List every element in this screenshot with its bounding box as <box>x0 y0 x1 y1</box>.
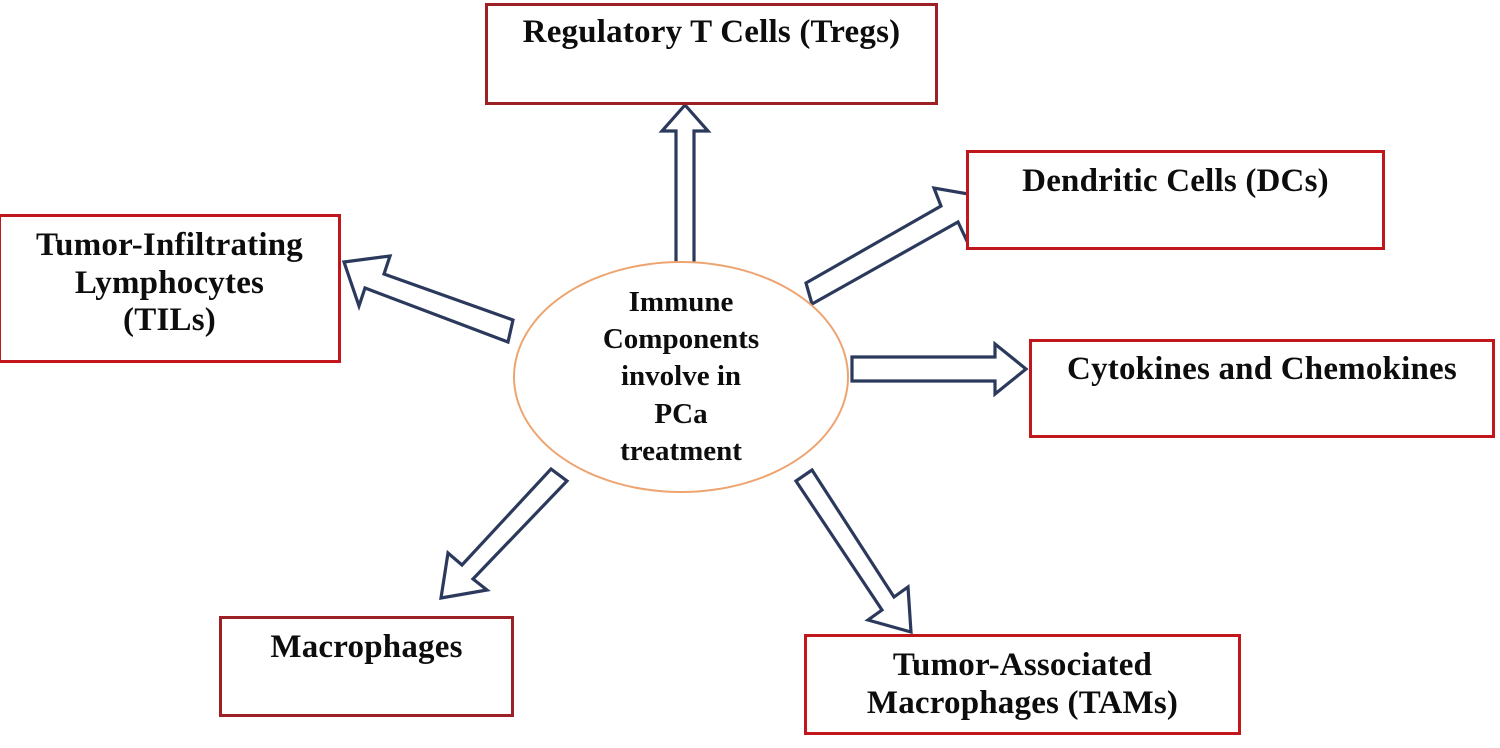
arrow-to-macrophages-icon <box>439 466 570 600</box>
arrow-to-tregs-icon <box>658 102 712 274</box>
node-label-cytokines-chemokines: Cytokines and Chemokines <box>1067 351 1457 387</box>
node-label-dendritic-cells: Dendritic Cells (DCs) <box>1022 163 1329 199</box>
node-box-regulatory-t-cells[interactable]: Regulatory T Cells (Tregs) <box>485 3 938 105</box>
node-label-regulatory-t-cells: Regulatory T Cells (Tregs) <box>522 14 901 50</box>
node-label-tumor-infiltrating-lymphocytes: Tumor-Infiltrating Lymphocytes (TILs) <box>35 227 303 339</box>
node-box-dendritic-cells[interactable]: Dendritic Cells (DCs) <box>966 150 1385 250</box>
node-box-cytokines-chemokines[interactable]: Cytokines and Chemokines <box>1029 339 1495 438</box>
node-box-tumor-infiltrating-lymphocytes[interactable]: Tumor-Infiltrating Lymphocytes (TILs) <box>0 214 341 363</box>
arrow-to-dcs-icon <box>804 185 983 307</box>
arrow-to-tams-icon <box>793 467 913 635</box>
arrow-to-tils-icon <box>341 254 515 345</box>
center-node-immune-components[interactable]: Immune Components involve in PCa treatme… <box>513 261 849 493</box>
node-label-tumor-associated-macrophages: Tumor-Associated Macrophages (TAMs) <box>866 647 1179 721</box>
center-node-label: Immune Components involve in PCa treatme… <box>602 286 760 467</box>
node-box-tumor-associated-macrophages[interactable]: Tumor-Associated Macrophages (TAMs) <box>804 634 1241 735</box>
node-label-macrophages: Macrophages <box>270 629 463 665</box>
arrow-to-cytokines-icon <box>850 340 1029 398</box>
node-box-macrophages[interactable]: Macrophages <box>219 616 514 717</box>
